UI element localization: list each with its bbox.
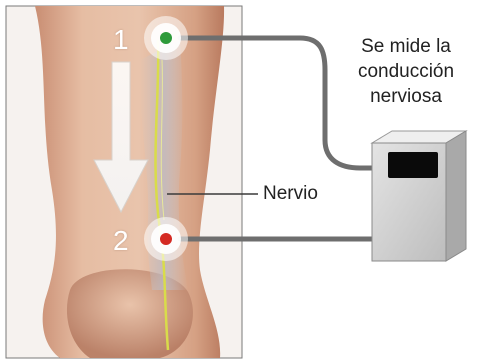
electrode-icon [144, 16, 188, 60]
caption-line: Se mide la [340, 34, 472, 59]
caption-line: conducción [340, 59, 472, 84]
monitor-device-icon [372, 131, 466, 261]
caption: Se mide la conducción nerviosa [340, 34, 472, 109]
nerve-label: Nervio [263, 183, 318, 205]
device-screen [388, 152, 438, 178]
electrode-1-number: 1 [113, 24, 129, 56]
electrode-icon [144, 217, 188, 261]
caption-line: nerviosa [340, 84, 472, 109]
electrode-2-number: 2 [113, 225, 129, 257]
